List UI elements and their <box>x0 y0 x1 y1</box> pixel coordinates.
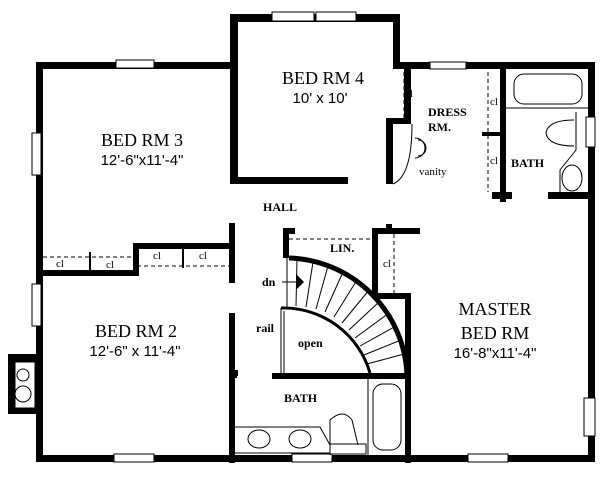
master-bed-room-label-line2: BED RM <box>460 323 530 343</box>
dress-room-label-line2: RM. <box>428 120 451 134</box>
closet-label-bed2-b: cl <box>199 250 207 262</box>
master-bath-label: BATH <box>511 156 545 170</box>
vanity-label: vanity <box>419 166 447 178</box>
dress-room-door <box>392 123 427 185</box>
bed-room-4-dimensions: 10' x 10' <box>292 90 348 107</box>
linen-closet-label: LIN. <box>330 241 355 255</box>
master-bath-fixtures <box>506 73 588 192</box>
stair-open-label: open <box>298 336 323 350</box>
bed-room-3-label: BED RM 3 <box>100 130 183 150</box>
bed-room-2-label: BED RM 2 <box>94 321 177 341</box>
stairs-down-label: dn <box>262 275 276 289</box>
windows <box>31 11 596 463</box>
hall-bath-label: BATH <box>284 391 318 405</box>
hall-label: HALL <box>263 200 298 214</box>
fireplace-bumpout <box>8 354 38 414</box>
closet-label-dress-a: cl <box>490 96 498 108</box>
bed-room-2-dimensions: 12'-6" x 11'-4" <box>89 343 181 360</box>
dress-room-label-line1: DRESS <box>428 105 467 119</box>
interior-walls <box>36 62 595 463</box>
closet-label-hall: cl <box>383 258 391 270</box>
closet-label-bed3-b: cl <box>106 259 114 271</box>
closet-dashes <box>43 72 489 293</box>
master-bed-room-dimensions: 16'-8"x11'-4" <box>453 345 537 362</box>
closet-label-bed4: cl <box>405 88 413 100</box>
closet-label-bed3-a: cl <box>56 258 64 270</box>
master-bed-room-label-line1: MASTER <box>458 299 532 319</box>
rail-label: rail <box>256 321 274 335</box>
hall-bath-fixtures <box>235 379 402 455</box>
bed-room-3-dimensions: 12'-6"x11'-4" <box>100 152 184 169</box>
curved-staircase <box>280 255 410 376</box>
bed-room-4-label: BED RM 4 <box>281 68 364 88</box>
closet-label-bed2-a: cl <box>153 250 161 262</box>
closet-label-dress-b: cl <box>490 155 498 167</box>
